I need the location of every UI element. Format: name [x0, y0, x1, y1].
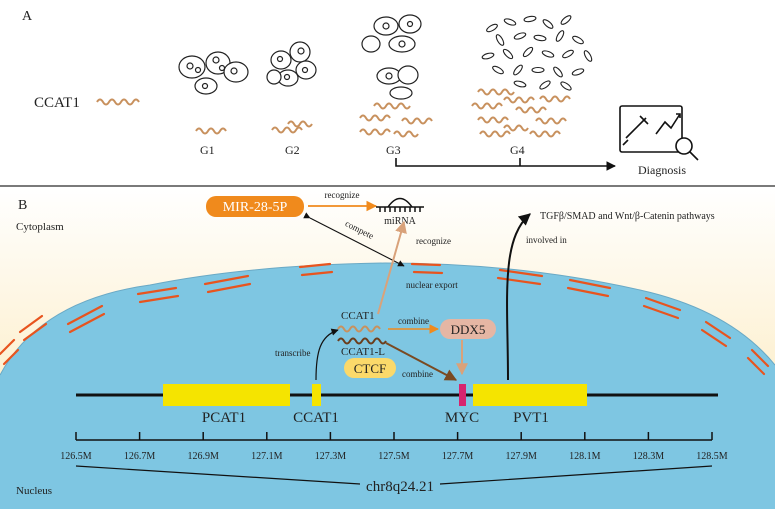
panel-a-label: A: [22, 9, 33, 24]
ccat1-gene: [312, 384, 321, 406]
scale-tick-label: 128.1M: [569, 451, 601, 462]
myc-gene-label: MYC: [445, 410, 479, 426]
scale-tick-label: 127.9M: [505, 451, 537, 462]
nuclear-membrane: [0, 262, 770, 376]
mir-28-5p-box: [206, 196, 304, 217]
scale-tick-label: 127.3M: [315, 451, 347, 462]
pcat1-gene: [163, 384, 290, 406]
mirna-label: miRNA: [384, 216, 416, 227]
diagnosis-icon: [619, 105, 699, 161]
panel-a: A CCAT1: [22, 9, 699, 177]
combine-myc-arrow: [385, 342, 458, 381]
ccat1l-rna-label: CCAT1-L: [341, 346, 385, 358]
ddx5-label: DDX5: [451, 322, 486, 337]
combine-ddx5-label: combine: [398, 316, 429, 326]
compete-arrow: [303, 212, 405, 267]
ctcf-box: [344, 358, 396, 378]
pvt1-gene: [473, 384, 587, 406]
pvt1-gene-label: PVT1: [513, 410, 549, 426]
cell-cluster-g3: [361, 14, 422, 100]
myc-gene: [459, 384, 466, 406]
scale-tick-label: 127.1M: [251, 451, 283, 462]
cytoplasm-label: Cytoplasm: [16, 221, 64, 233]
cell-cluster-g2: [266, 41, 317, 87]
legend-rna-wave: [96, 98, 140, 106]
nucleus: [0, 263, 775, 509]
group-label-g3: G3: [386, 143, 401, 157]
ccat1-gene-label: CCAT1: [293, 410, 339, 426]
scale-tick-label: 126.9M: [187, 451, 219, 462]
cell-cluster-g1: [178, 51, 249, 95]
pathways-label: TGFβ/SMAD and Wnt/β-Catenin pathways: [540, 211, 715, 222]
ccat1l-rna-wave: [337, 337, 387, 345]
chromosome-label: chr8q24.21: [366, 479, 434, 495]
pathway-arrow: [506, 213, 531, 381]
panel-b: B Cytoplasm Nucleus MIR-28-5P recognize …: [0, 188, 775, 509]
mirna-icon: [376, 197, 424, 212]
group-label-g1: G1: [200, 143, 215, 157]
panel-b-label: B: [18, 198, 27, 213]
nuclear-export-arrow: [377, 220, 407, 315]
scale-tick-label: 127.7M: [442, 451, 474, 462]
chromosome-bracket: [75, 465, 713, 485]
ddx5-box: [440, 319, 496, 339]
ccat1-rna-label: CCAT1: [341, 310, 375, 322]
scale-tick-label: 128.3M: [633, 451, 665, 462]
involved-in-label: involved in: [526, 235, 567, 245]
scale-tick-label: 127.5M: [378, 451, 410, 462]
scale-tick-label: 128.5M: [696, 451, 728, 462]
transcribe-label: transcribe: [275, 348, 310, 358]
ccat1-legend-label: CCAT1: [34, 95, 80, 111]
combine-myc-label: combine: [402, 369, 433, 379]
group-label-g2: G2: [285, 143, 300, 157]
recognize-top-label: recognize: [325, 190, 360, 200]
recognize-side-label: recognize: [416, 236, 451, 246]
ccat1-rna-wave: [337, 325, 381, 333]
nucleus-label: Nucleus: [16, 485, 52, 497]
transcribe-arrow: [315, 328, 339, 381]
diagnosis-bracket: [395, 158, 616, 171]
scale-tick-label: 126.5M: [60, 451, 92, 462]
mir-28-5p-label: MIR-28-5P: [223, 200, 288, 215]
cell-cluster-g4: [481, 15, 593, 91]
scale-tick-label: 126.7M: [124, 451, 156, 462]
ctcf-label: CTCF: [354, 361, 387, 376]
nuclear-export-label: nuclear export: [406, 280, 458, 290]
diagnosis-label: Diagnosis: [638, 163, 686, 177]
pcat1-gene-label: PCAT1: [202, 410, 246, 426]
rna-waves: [195, 88, 571, 138]
scale-ticks: 126.5M 126.7M 126.9M 127.1M 127.3M 127.5M 127.…: [60, 432, 728, 462]
group-label-g4: G4: [510, 143, 525, 157]
